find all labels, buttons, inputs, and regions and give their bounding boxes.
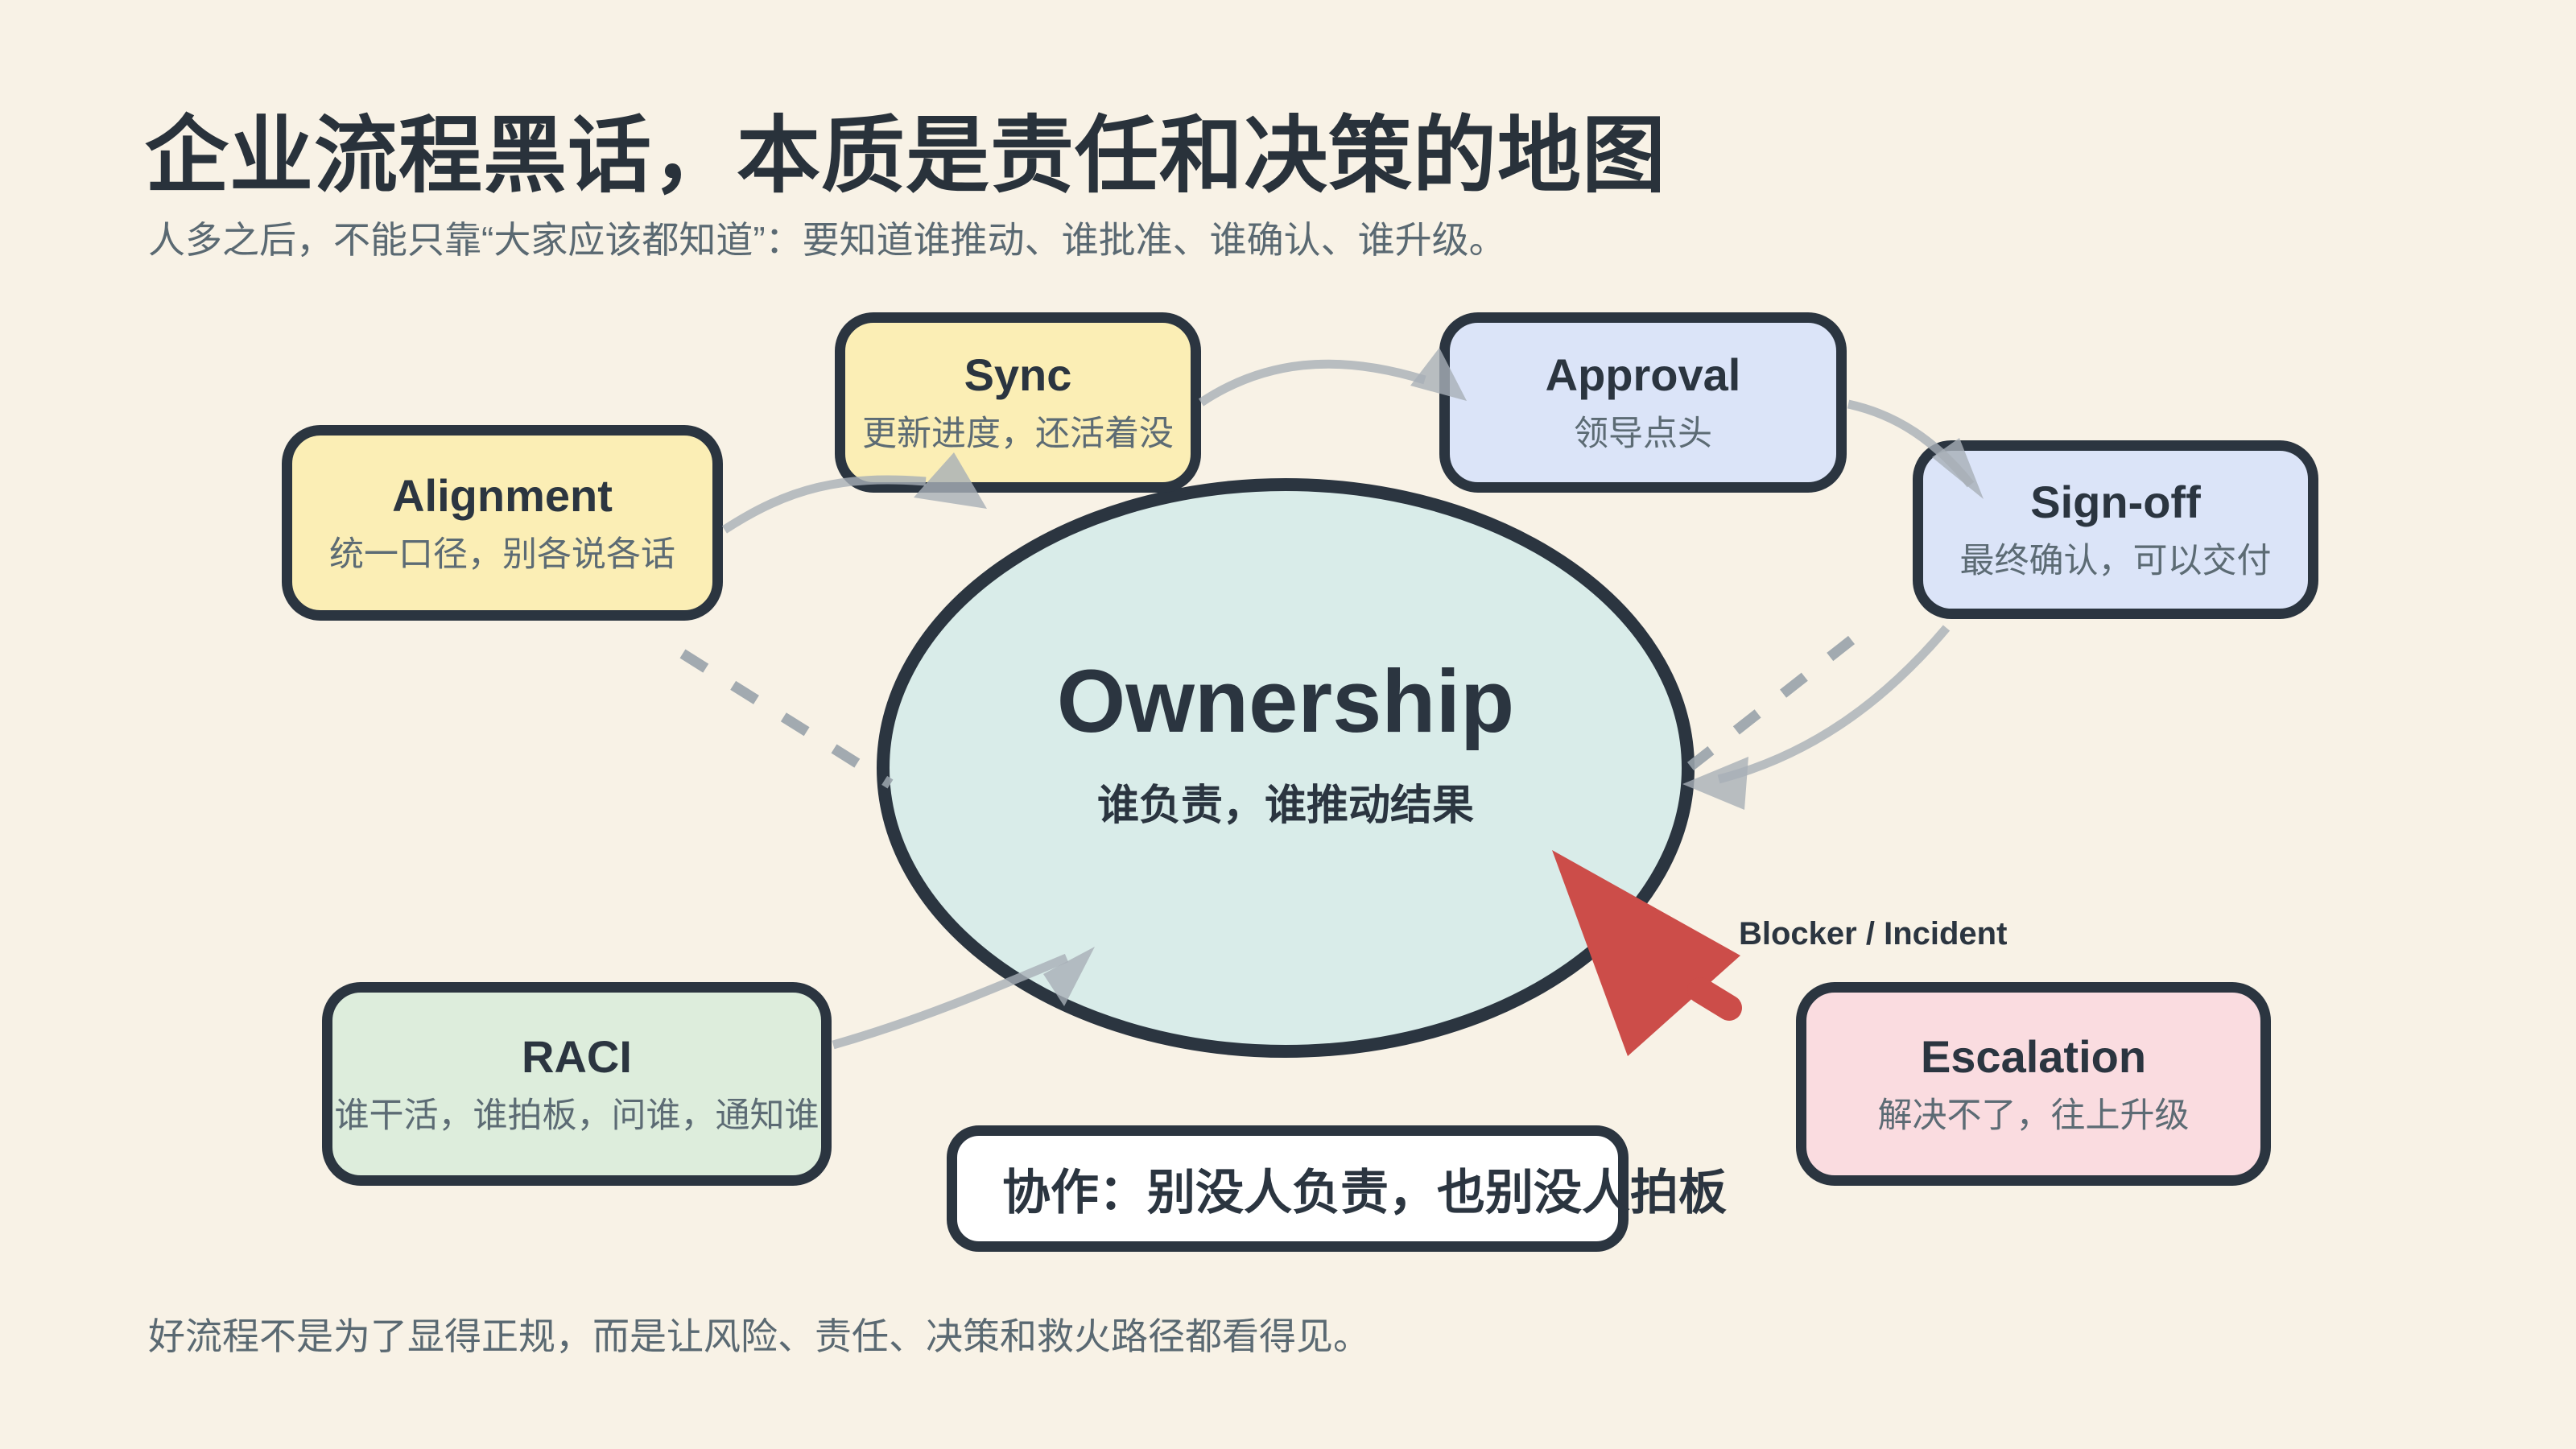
node-raci-desc: 谁干活，谁拍板，问谁，通知谁	[334, 1096, 819, 1135]
dashed-link-signoff-ownership	[1686, 635, 1856, 771]
ownership-title: Ownership	[1056, 652, 1515, 751]
node-sync: Sync 更新进度，还活着没	[835, 312, 1201, 493]
node-alignment-desc: 统一口径，别各说各话	[329, 535, 675, 574]
node-signoff: Sign-off 最终确认，可以交付	[1913, 440, 2318, 619]
node-signoff-desc: 最终确认，可以交付	[1959, 542, 2272, 581]
node-approval-desc: 领导点头	[1574, 415, 1712, 454]
node-raci: RACI 谁干活，谁拍板，问谁，通知谁	[322, 982, 832, 1186]
arrowhead-ownership-right	[1682, 757, 1748, 810]
dashed-link-alignment-ownership	[679, 649, 894, 789]
page-title: 企业流程黑话，本质是责任和决策的地图	[145, 109, 1667, 203]
node-approval-label: Approval	[1545, 349, 1741, 400]
page-footer: 好流程不是为了显得正规，而是让风险、责任、决策和救火路径都看得见。	[148, 1315, 1370, 1357]
node-escalation-desc: 解决不了，往上升级	[1877, 1096, 2190, 1135]
collaboration-banner-text: 协作：别没人负责，也别没人拍板	[1002, 1166, 1727, 1220]
page-subtitle: 人多之后，不能只靠“大家应该都知道”：要知道谁推动、谁批准、谁确认、谁升级。	[148, 219, 1506, 261]
arrow-raci-to-ownership	[832, 953, 1069, 1050]
collaboration-banner: 协作：别没人负责，也别没人拍板	[947, 1125, 1727, 1252]
blocker-red-arrow-body	[1552, 850, 1740, 1056]
node-sync-label: Sync	[964, 349, 1072, 400]
arrow-signoff-to-ownership	[1717, 625, 1951, 784]
ownership-ellipse	[877, 478, 1695, 1058]
node-signoff-label: Sign-off	[2030, 477, 2201, 527]
node-raci-label: RACI	[522, 1030, 632, 1082]
node-escalation-label: Escalation	[1920, 1030, 2147, 1082]
node-escalation: Escalation 解决不了，往上升级	[1796, 982, 2271, 1186]
blocker-red-arrow-tail	[1687, 977, 1742, 1021]
blocker-red-arrow	[1552, 850, 1742, 1056]
blocker-incident-label: Blocker / Incident	[1739, 916, 2008, 952]
node-alignment: Alignment 统一口径，别各说各话	[282, 425, 723, 621]
arrowhead-ownership-left	[1043, 947, 1095, 1006]
node-sync-desc: 更新进度，还活着没	[862, 415, 1174, 454]
node-alignment-label: Alignment	[392, 469, 613, 521]
node-approval: Approval 领导点头	[1439, 312, 1847, 493]
ownership-subtitle: 谁负责，谁推动结果	[1096, 782, 1474, 829]
arrow-sync-to-approval	[1198, 359, 1426, 407]
